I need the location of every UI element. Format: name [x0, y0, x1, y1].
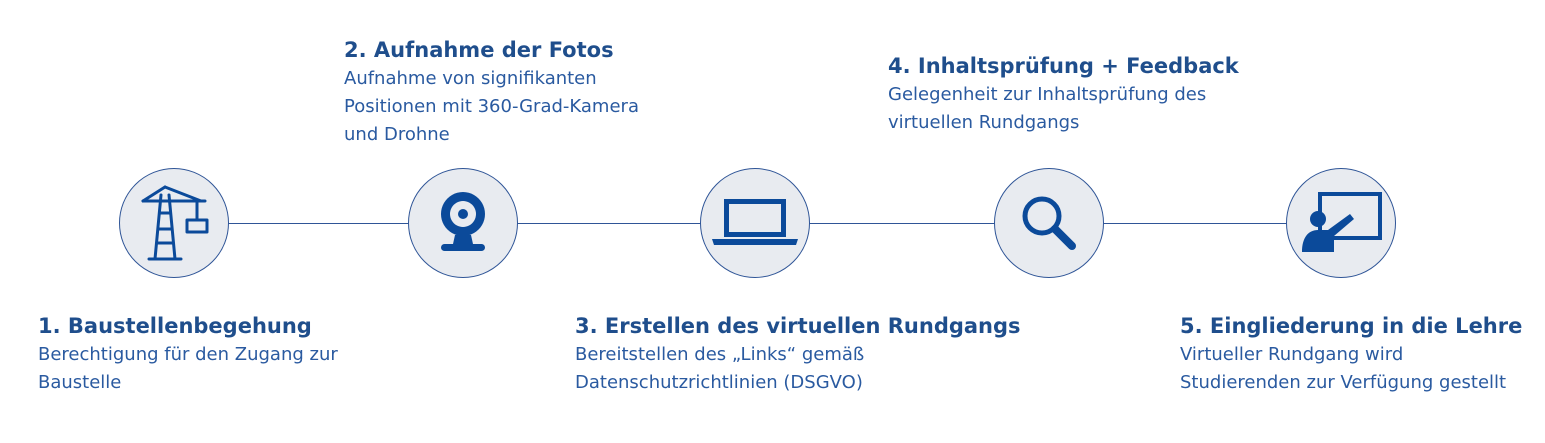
- step-4-text: 4. Inhaltsprüfung + Feedback Gelegenheit…: [888, 53, 1239, 137]
- magnifier-icon: [1022, 196, 1076, 250]
- step-4-title: 4. Inhaltsprüfung + Feedback: [888, 54, 1239, 78]
- presentation-icon: [1302, 192, 1382, 252]
- step-5-title: 5. Eingliederung in die Lehre: [1180, 314, 1523, 338]
- step-1-description: Berechtigung für den Zugang zur Baustell…: [38, 344, 338, 393]
- webcam-icon: [440, 192, 485, 251]
- crane-icon: [141, 185, 209, 261]
- step-5-description: Virtueller Rundgang wird Studierenden zu…: [1180, 344, 1507, 393]
- step-2-node: [408, 168, 518, 278]
- step-4-node: [994, 168, 1104, 278]
- step-1-title: 1. Baustellenbegehung: [38, 314, 312, 338]
- step-2-title: 2. Aufnahme der Fotos: [344, 38, 614, 62]
- laptop-icon: [712, 199, 798, 245]
- step-5-node: [1286, 168, 1396, 278]
- step-5-text: 5. Eingliederung in die Lehre Virtueller…: [1180, 313, 1522, 397]
- step-3-text: 3. Erstellen des virtuellen Rundgangs Be…: [575, 313, 1021, 397]
- step-1-text: 1. Baustellenbegehung Berechtigung für d…: [38, 313, 338, 397]
- step-3-title: 3. Erstellen des virtuellen Rundgangs: [575, 314, 1021, 338]
- step-1-node: [119, 168, 229, 278]
- step-2-description: Aufnahme von signifikanten Positionen mi…: [344, 68, 639, 145]
- step-2-text: 2. Aufnahme der Fotos Aufnahme von signi…: [344, 37, 639, 149]
- step-4-description: Gelegenheit zur Inhaltsprüfung des virtu…: [888, 84, 1207, 133]
- step-3-node: [700, 168, 810, 278]
- step-3-description: Bereitstellen des „Links“ gemäß Datensch…: [575, 344, 865, 393]
